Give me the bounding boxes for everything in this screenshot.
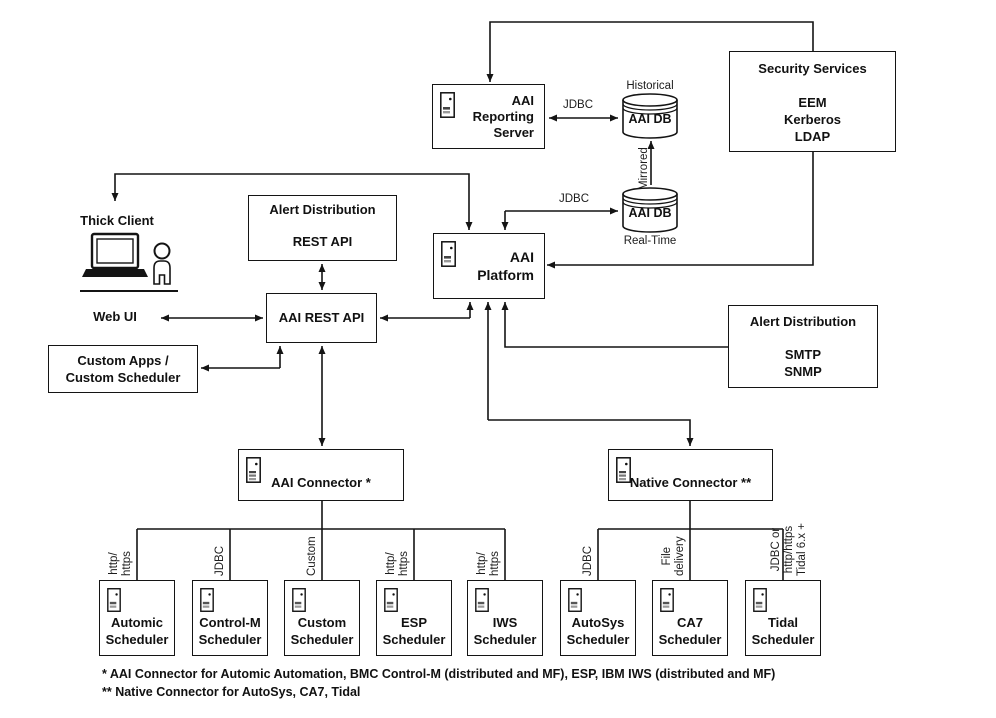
thick-client-icon	[78, 230, 183, 294]
server-icon	[616, 457, 631, 483]
custom-scheduler-label: Custom Scheduler	[290, 615, 354, 647]
aai-rest-api-label: AAI REST API	[278, 309, 365, 325]
edge-label-controlm: JDBC	[214, 545, 226, 576]
server-icon	[568, 588, 582, 612]
native-connector-box: Native Connector **	[608, 449, 773, 501]
aai-rest-api-box: AAI REST API	[266, 293, 377, 343]
ca7-scheduler-box: CA7 Scheduler	[652, 580, 728, 656]
aai-db-realtime: AAI DB	[622, 187, 678, 233]
historical-caption: Historical	[626, 80, 674, 92]
database-icon	[622, 187, 678, 233]
server-icon	[200, 588, 214, 612]
jdbc-platform-label: JDBC	[558, 193, 590, 205]
aai-platform-label: AAI Platform	[477, 249, 534, 283]
custom-apps-label: Custom Apps / Custom Scheduler	[65, 353, 181, 385]
iws-scheduler-label: IWS Scheduler	[473, 615, 537, 647]
server-icon	[660, 588, 674, 612]
iws-scheduler-box: IWS Scheduler	[467, 580, 543, 656]
aai-platform-box: AAI Platform	[433, 233, 545, 299]
security-services-label: Security Services EEM Kerberos LDAP	[758, 61, 867, 144]
thick-client-label: Thick Client	[80, 213, 154, 228]
controlm-scheduler-box: Control-M Scheduler	[192, 580, 268, 656]
aai-db-historical-label: AAI DB	[628, 112, 672, 126]
autosys-scheduler-box: AutoSys Scheduler	[560, 580, 636, 656]
automic-scheduler-box: Automic Scheduler	[99, 580, 175, 656]
custom-apps-box: Custom Apps / Custom Scheduler	[48, 345, 198, 393]
aai-connector-box: AAI Connector *	[238, 449, 404, 501]
esp-scheduler-label: ESP Scheduler	[382, 615, 446, 647]
alert-distribution-smtp-label: Alert Distribution SMTP SNMP	[749, 314, 857, 379]
server-icon	[475, 588, 489, 612]
esp-scheduler-box: ESP Scheduler	[376, 580, 452, 656]
mirrored-label: Mirrored	[638, 147, 650, 190]
server-icon	[440, 92, 455, 118]
aai-reporting-server-box: AAI Reporting Server	[432, 84, 545, 149]
server-icon	[753, 588, 767, 612]
alert-distribution-rest-box: Alert Distribution REST API	[248, 195, 397, 261]
tidal-scheduler-label: Tidal Scheduler	[751, 615, 815, 647]
aai-reporting-server-label: AAI Reporting Server	[472, 92, 534, 140]
automic-scheduler-label: Automic Scheduler	[105, 615, 169, 647]
ca7-scheduler-label: CA7 Scheduler	[658, 615, 722, 647]
server-icon	[107, 588, 121, 612]
alert-distribution-smtp-box: Alert Distribution SMTP SNMP	[728, 305, 878, 388]
edge-label-automic: http/ https	[108, 551, 133, 576]
tidal-scheduler-box: Tidal Scheduler	[745, 580, 821, 656]
server-icon	[384, 588, 398, 612]
aai-db-realtime-label: AAI DB	[628, 206, 672, 220]
server-icon	[246, 457, 261, 483]
edge-label-esp: http/ https	[385, 551, 410, 576]
edge-label-tidal: JDBC or http/https Tidal 6.x +	[770, 523, 808, 576]
controlm-scheduler-label: Control-M Scheduler	[198, 615, 262, 647]
server-icon	[292, 588, 306, 612]
security-services-box: Security Services EEM Kerberos LDAP	[729, 51, 896, 152]
autosys-scheduler-label: AutoSys Scheduler	[566, 615, 630, 647]
aai-db-historical: AAI DB	[622, 93, 678, 139]
jdbc-reporting-label: JDBC	[562, 99, 594, 111]
alert-distribution-rest-label: Alert Distribution REST API	[269, 202, 376, 249]
server-icon	[441, 241, 456, 267]
footnote-native-connector: ** Native Connector for AutoSys, CA7, Ti…	[102, 685, 361, 699]
custom-scheduler-box: Custom Scheduler	[284, 580, 360, 656]
footnote-aai-connector: * AAI Connector for Automic Automation, …	[102, 667, 776, 681]
realtime-caption: Real-Time	[623, 235, 677, 247]
native-connector-label: Native Connector **	[629, 474, 752, 490]
edge-label-custom: Custom	[306, 536, 318, 576]
database-icon	[622, 93, 678, 139]
aai-connector-label: AAI Connector *	[271, 474, 371, 490]
web-ui-label: Web UI	[93, 309, 137, 324]
edge-label-autosys: JDBC	[582, 545, 594, 576]
edge-label-iws: http/ https	[476, 551, 501, 576]
edge-label-ca7: File delivery	[661, 536, 686, 576]
